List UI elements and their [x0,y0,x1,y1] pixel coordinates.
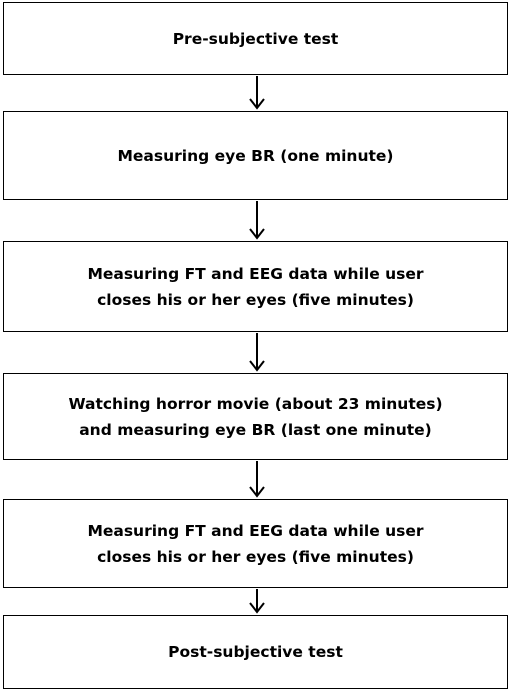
step-post-subjective-test: Post-subjective test [3,615,508,689]
arrow-4-to-5 [249,461,265,498]
step-label: Measuring FT and EEG data while user clo… [87,521,424,566]
arrow-5-to-6 [249,589,265,614]
step-pre-subjective-test: Pre-subjective test [3,2,508,75]
step-measuring-ft-eeg-second: Measuring FT and EEG data while user clo… [3,499,508,588]
step-label: Measuring eye BR (one minute) [117,146,394,165]
step-measuring-eye-br: Measuring eye BR (one minute) [3,111,508,200]
step-label: Measuring FT and EEG data while user clo… [87,264,424,309]
arrow-3-to-4 [249,333,265,372]
arrow-1-to-2 [249,76,265,110]
step-label: Pre-subjective test [172,29,339,48]
arrow-2-to-3 [249,201,265,240]
step-label: Watching horror movie (about 23 minutes)… [68,394,443,439]
step-watching-horror-movie: Watching horror movie (about 23 minutes)… [3,373,508,460]
step-label: Post-subjective test [168,643,343,661]
step-measuring-ft-eeg-first: Measuring FT and EEG data while user clo… [3,241,508,332]
